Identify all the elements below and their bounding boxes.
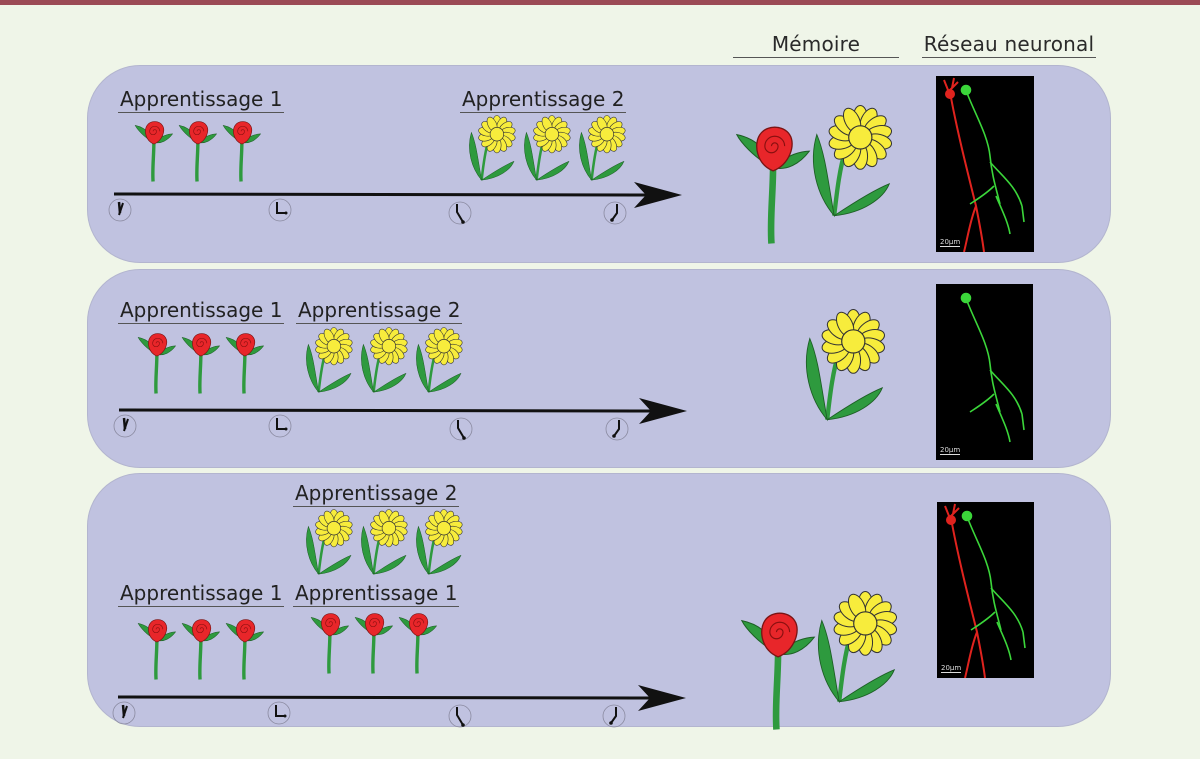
rose-icon [137, 333, 177, 394]
rose-icon [225, 333, 265, 394]
scenario-panel-3: Apprentissage 2 Apprentissage 1 Apprenti… [88, 474, 1110, 730]
scale-bar-label: 20µm [940, 238, 961, 247]
clock-icon [268, 198, 292, 222]
green-neuron [960, 84, 1025, 235]
rose-icon [134, 121, 174, 182]
learning-1-label: Apprentissage 1 [118, 87, 285, 113]
rose-icon [310, 613, 350, 674]
clock-icon [605, 417, 629, 441]
rose-icon [740, 612, 816, 730]
neuron-image: 20µm [937, 502, 1034, 678]
clock-icon [268, 414, 292, 438]
clock-icon [267, 701, 291, 725]
clock-icon [602, 704, 626, 728]
rose-icon [181, 619, 221, 680]
neuron-image: 20µm [936, 284, 1033, 460]
timeline-arrowhead [638, 685, 686, 711]
memory-flowers [740, 590, 898, 730]
neuron-trace [960, 292, 1025, 443]
timeline-line [117, 695, 659, 700]
learning-2-label: Apprentissage 2 [296, 298, 463, 324]
memory-column-header: Mémoire [733, 32, 899, 58]
neuron-trace [943, 77, 1025, 252]
rose-icon [137, 619, 177, 680]
timeline-arrow [113, 398, 687, 441]
daisy-icon [579, 115, 626, 181]
red-neuron [944, 503, 986, 678]
rose-group [137, 619, 265, 680]
rose-group [137, 333, 265, 394]
timeline-arrow [112, 685, 686, 728]
rose-icon [178, 121, 218, 182]
scenario-panel-1: Apprentissage 1 Apprentissage 2 [88, 66, 1110, 262]
daisy-icon [416, 509, 463, 575]
rose-icon [225, 619, 265, 680]
neural-network-column-header: Réseau neuronal [922, 32, 1096, 58]
scale-bar-label: 20µm [940, 446, 961, 455]
scenario-panel-2: Apprentissage 1 Apprentissage 2 [88, 270, 1110, 467]
neuron-trace [944, 503, 1026, 678]
daisy-icon [805, 308, 886, 422]
rose-group [134, 121, 262, 182]
daisy-icon [306, 509, 353, 575]
clock-icon [108, 198, 132, 222]
clock-icon [448, 704, 472, 728]
red-neuron [943, 77, 985, 252]
clock-icon [112, 701, 136, 725]
daisy-icon [361, 327, 408, 393]
daisy-group [306, 327, 463, 393]
daisy-icon [361, 509, 408, 575]
green-neuron [960, 292, 1025, 443]
learning-2-label: Apprentissage 2 [460, 87, 627, 113]
daisy-icon [524, 115, 571, 181]
clock-icon [449, 417, 473, 441]
timeline-line [113, 192, 655, 197]
daisy-icon [306, 327, 353, 393]
rose-icon [735, 126, 811, 244]
memory-flowers [805, 308, 886, 422]
rose-icon [354, 613, 394, 674]
rose-group [310, 613, 438, 674]
scale-bar-label: 20µm [941, 664, 962, 673]
daisy-icon [416, 327, 463, 393]
green-neuron [961, 510, 1026, 661]
clock-icon [448, 201, 472, 225]
daisy-icon [812, 104, 893, 218]
learning-2-label: Apprentissage 2 [293, 481, 460, 507]
memory-flowers [735, 104, 893, 244]
daisy-icon [469, 115, 516, 181]
daisy-icon [817, 590, 898, 704]
learning-3-label: Apprentissage 1 [293, 581, 460, 607]
timeline-arrowhead [639, 398, 687, 424]
clock-icon [113, 414, 137, 438]
learning-1-label: Apprentissage 1 [118, 298, 285, 324]
rose-icon [222, 121, 262, 182]
timeline-line [118, 408, 660, 413]
daisy-group [469, 115, 626, 181]
rose-icon [398, 613, 438, 674]
clock-icon [603, 201, 627, 225]
top-accent-bar [0, 0, 1200, 5]
neuron-image: 20µm [936, 76, 1034, 252]
rose-icon [181, 333, 221, 394]
daisy-group [306, 509, 463, 575]
timeline-arrow [108, 182, 682, 225]
timeline-arrowhead [634, 182, 682, 208]
learning-1-label: Apprentissage 1 [118, 581, 285, 607]
